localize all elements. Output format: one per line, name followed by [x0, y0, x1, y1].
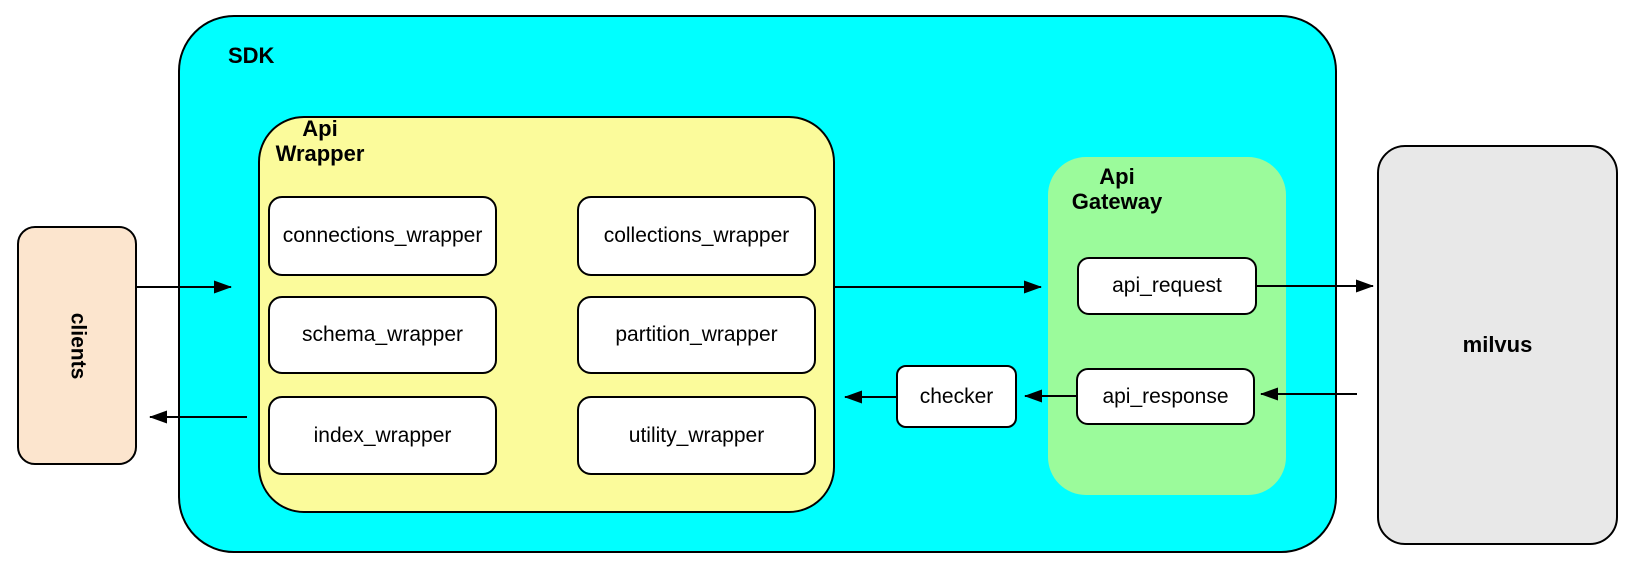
node-api-request: api_request [1077, 257, 1257, 315]
node-label: index_wrapper [313, 423, 452, 447]
node-label: schema_wrapper [301, 323, 464, 346]
clients-label: clients [66, 312, 89, 379]
node-label: utility_wrapper [628, 423, 765, 447]
node-collections-wrapper: collections_wrapper [577, 196, 816, 276]
api-wrapper-title: Api Wrapper [275, 116, 365, 167]
node-label: checker [919, 384, 994, 408]
milvus-node: milvus [1377, 145, 1618, 545]
node-api-response: api_response [1076, 368, 1255, 425]
sdk-title: SDK [228, 43, 275, 68]
clients-node: clients [17, 226, 137, 465]
api-gateway-title: Api Gateway [1071, 164, 1163, 215]
node-partition-wrapper: partition_wrapper [577, 296, 816, 374]
milvus-label: milvus [1462, 332, 1533, 357]
node-label: partition_wrapper [615, 323, 778, 346]
node-checker: checker [896, 365, 1017, 428]
node-connections-wrapper: connections_wrapper [268, 196, 497, 276]
node-label: connections_wrapper [282, 224, 483, 247]
node-schema-wrapper: schema_wrapper [268, 296, 497, 374]
node-utility-wrapper: utility_wrapper [577, 396, 816, 475]
node-label: api_request [1112, 274, 1222, 297]
node-label: api_response [1102, 384, 1229, 408]
node-label: collections_wrapper [603, 224, 790, 247]
node-index-wrapper: index_wrapper [268, 396, 497, 475]
api-gateway-container [1048, 157, 1286, 495]
